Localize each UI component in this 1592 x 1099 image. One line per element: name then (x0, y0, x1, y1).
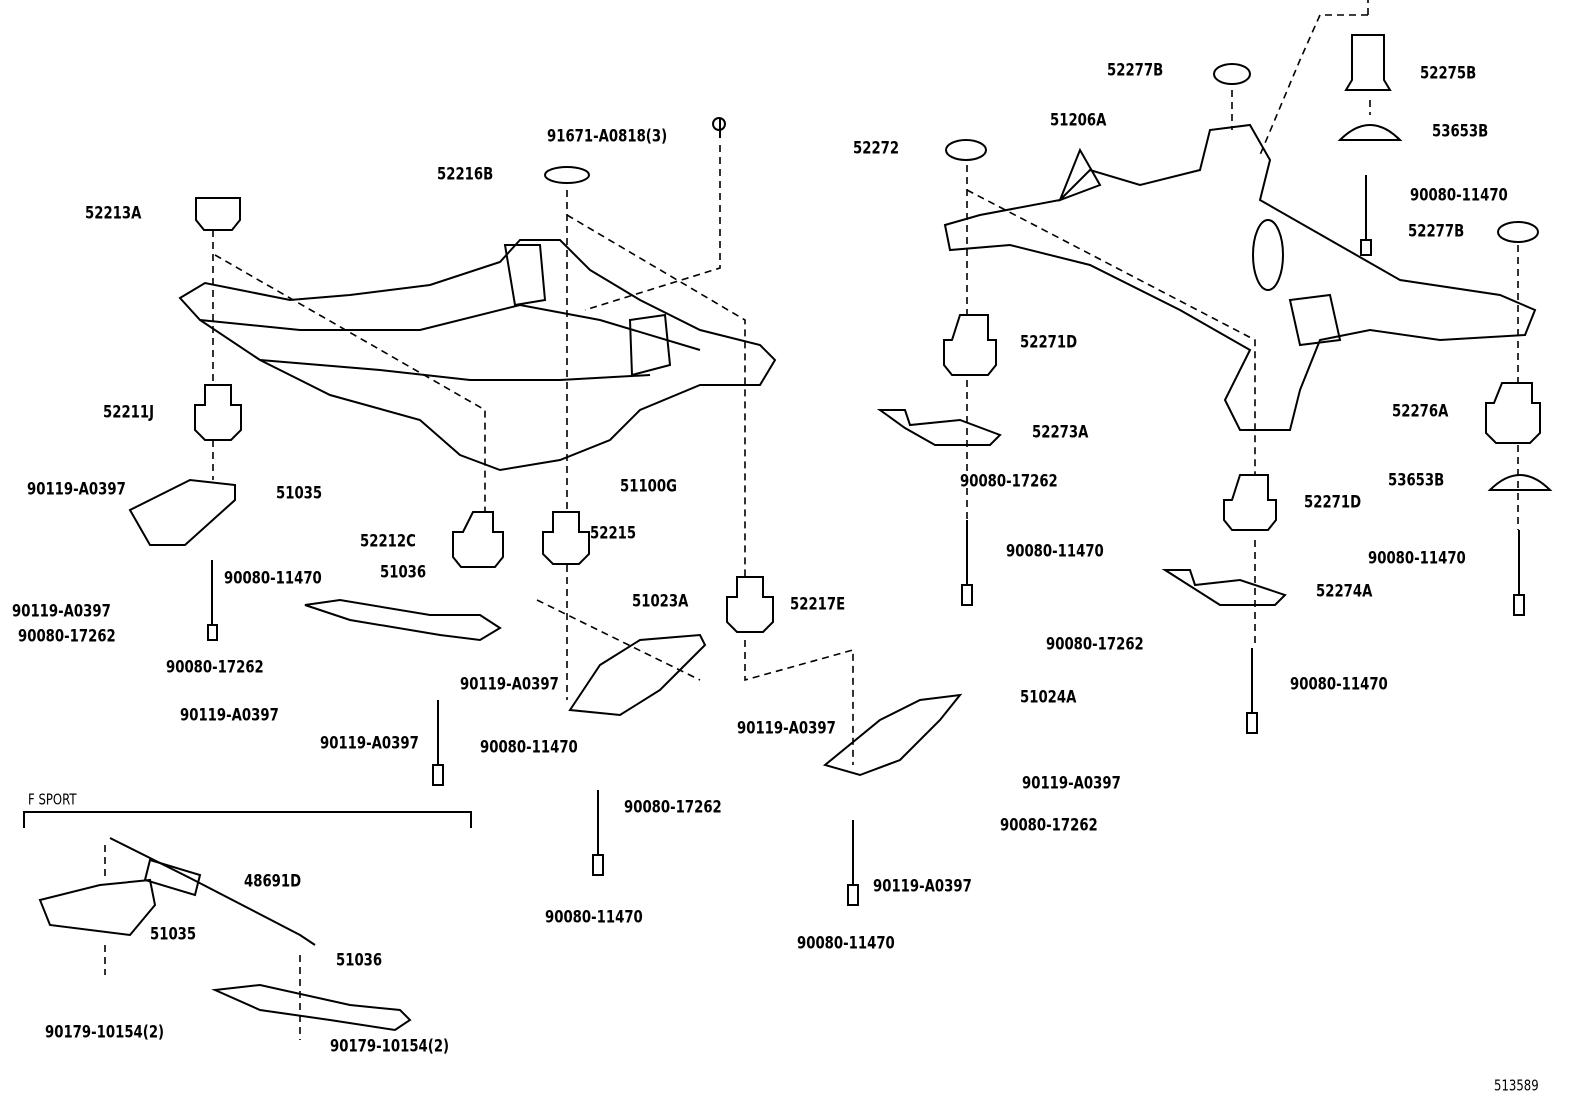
part-number-label: 52271D (1304, 492, 1362, 513)
part-number-label: 52216B (437, 164, 494, 185)
part-number-label: 52275B (1420, 63, 1477, 84)
part-number-label: 90080-11470 (545, 907, 643, 928)
part-number-label: 90119-A0397 (1022, 773, 1121, 794)
part-number-label: 51206A (1050, 110, 1107, 131)
part-number-label: 90119-A0397 (320, 733, 419, 754)
part-number-label: 90119-A0397 (737, 718, 836, 739)
f-sport-bracket-line (23, 811, 472, 828)
part-number-label: 52213A (85, 203, 142, 224)
part-number-label: 52276A (1392, 401, 1449, 422)
part-number-label: 90080-17262 (18, 626, 116, 647)
part-number-label: 90080-11470 (1006, 541, 1104, 562)
part-number-label: 53653B (1432, 121, 1489, 142)
part-number-label: 90119-A0397 (27, 479, 126, 500)
f-sport-section-label: F SPORT (28, 790, 77, 809)
bolts (207, 117, 1525, 906)
part-number-label: 52212C (360, 531, 416, 552)
part-number-label: 90080-17262 (624, 797, 722, 818)
part-number-label: 51036 (336, 950, 383, 971)
part-number-label: 52272 (853, 138, 900, 159)
part-number-label: 52211J (103, 402, 155, 423)
part-number-label: 90080-11470 (480, 737, 578, 758)
part-number-label: 90080-17262 (1000, 815, 1098, 836)
part-number-label: 90080-11470 (1410, 185, 1508, 206)
assembly-dashed-lines (104, 0, 1519, 1040)
part-number-label: 91671-A0818(3) (547, 126, 668, 147)
part-number-label: 52273A (1032, 422, 1089, 443)
part-number-label: 90080-11470 (1368, 548, 1466, 569)
part-number-label: 90119-A0397 (180, 705, 279, 726)
part-number-label: 90119-A0397 (873, 876, 972, 897)
part-number-label: 90080-17262 (1046, 634, 1144, 655)
part-number-label: 51100G (620, 476, 678, 497)
diagram-id: 513589 (1494, 1076, 1539, 1095)
bushings (194, 34, 1553, 633)
part-number-label: 51023A (632, 591, 689, 612)
part-number-label: 52271D (1020, 332, 1078, 353)
part-number-label: 90119-A0397 (460, 674, 559, 695)
part-number-label: 51035 (276, 483, 323, 504)
part-number-label: 51024A (1020, 687, 1077, 708)
part-number-label: 52277B (1107, 60, 1164, 81)
part-number-label: 90080-17262 (166, 657, 264, 678)
part-number-label: 53653B (1388, 470, 1445, 491)
part-number-label: 90080-11470 (224, 568, 322, 589)
part-number-label: 90179-10154(2) (330, 1036, 450, 1057)
part-number-label: 48691D (244, 871, 302, 892)
front-crossmember (178, 239, 777, 472)
part-number-label: 51035 (150, 924, 197, 945)
part-number-label: 52217E (790, 594, 846, 615)
part-number-label: 90080-11470 (797, 933, 895, 954)
part-number-label: 90080-17262 (960, 471, 1058, 492)
brackets (38, 409, 1287, 1032)
part-number-label: 52277B (1408, 221, 1465, 242)
part-number-label: 90179-10154(2) (45, 1022, 165, 1043)
part-number-label: 90119-A0397 (12, 601, 111, 622)
part-number-label: 90080-11470 (1290, 674, 1388, 695)
part-number-label: 52274A (1316, 581, 1373, 602)
part-number-label: 51036 (380, 562, 427, 583)
part-number-label: 52215 (590, 523, 637, 544)
rear-crossmember (943, 123, 1537, 431)
